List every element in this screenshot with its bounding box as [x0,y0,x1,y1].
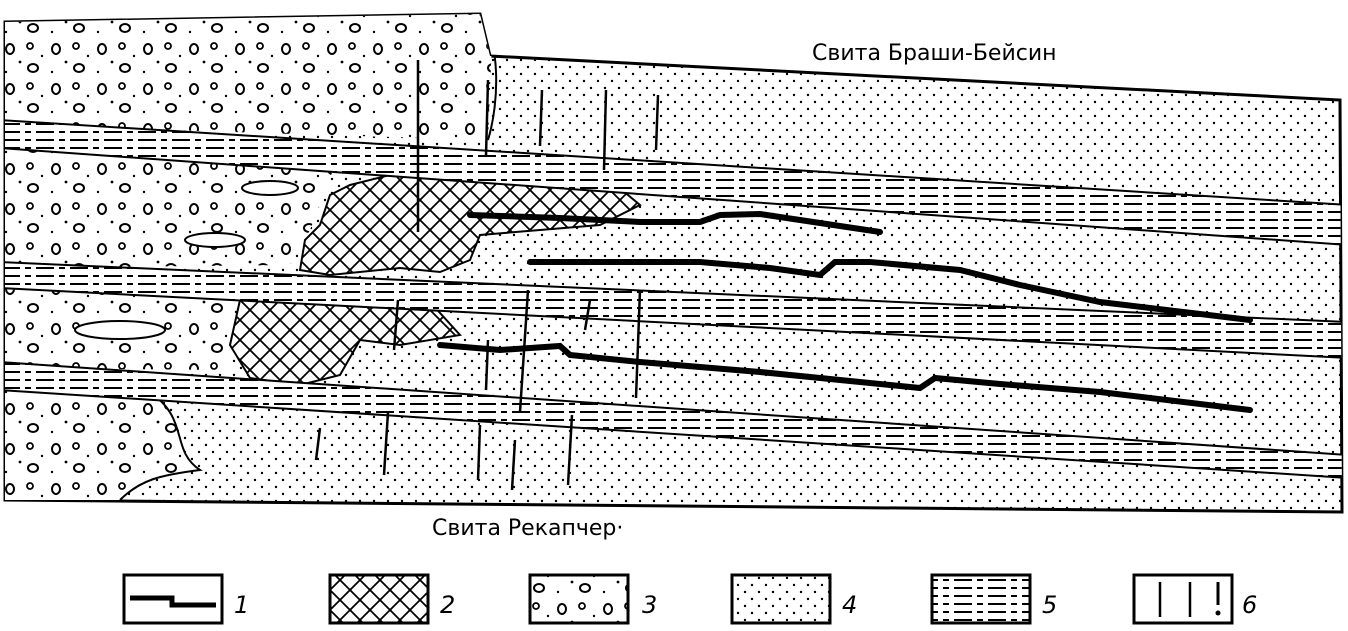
svg-text:3: 3 [642,591,657,619]
ore-stringer [437,342,1253,413]
lens [74,320,166,340]
svg-text:2: 2 [440,591,455,619]
svg-text:6: 6 [1242,591,1257,619]
legend-item-6: 6 [1132,573,1257,625]
svg-text:4: 4 [842,591,857,619]
legend-item-3: 3 [528,573,657,625]
legend: 1 2 3 4 5 6 [122,573,1257,625]
fractures [314,60,660,491]
legend-item-2: 2 [328,573,455,625]
ore-stringer [527,259,1253,323]
legend-item-1: 1 [122,573,249,625]
lens [241,180,299,196]
lens [184,232,246,248]
bottom-formation-label: Свита Рекапчер· [432,516,623,541]
legend-item-4: 4 [730,573,857,625]
svg-text:5: 5 [1042,591,1057,619]
ore-stringer [467,210,883,235]
legend-item-5: 5 [930,573,1057,625]
svg-text:1: 1 [234,591,249,619]
top-formation-label: Свита Браши-Бейсин [812,41,1057,66]
